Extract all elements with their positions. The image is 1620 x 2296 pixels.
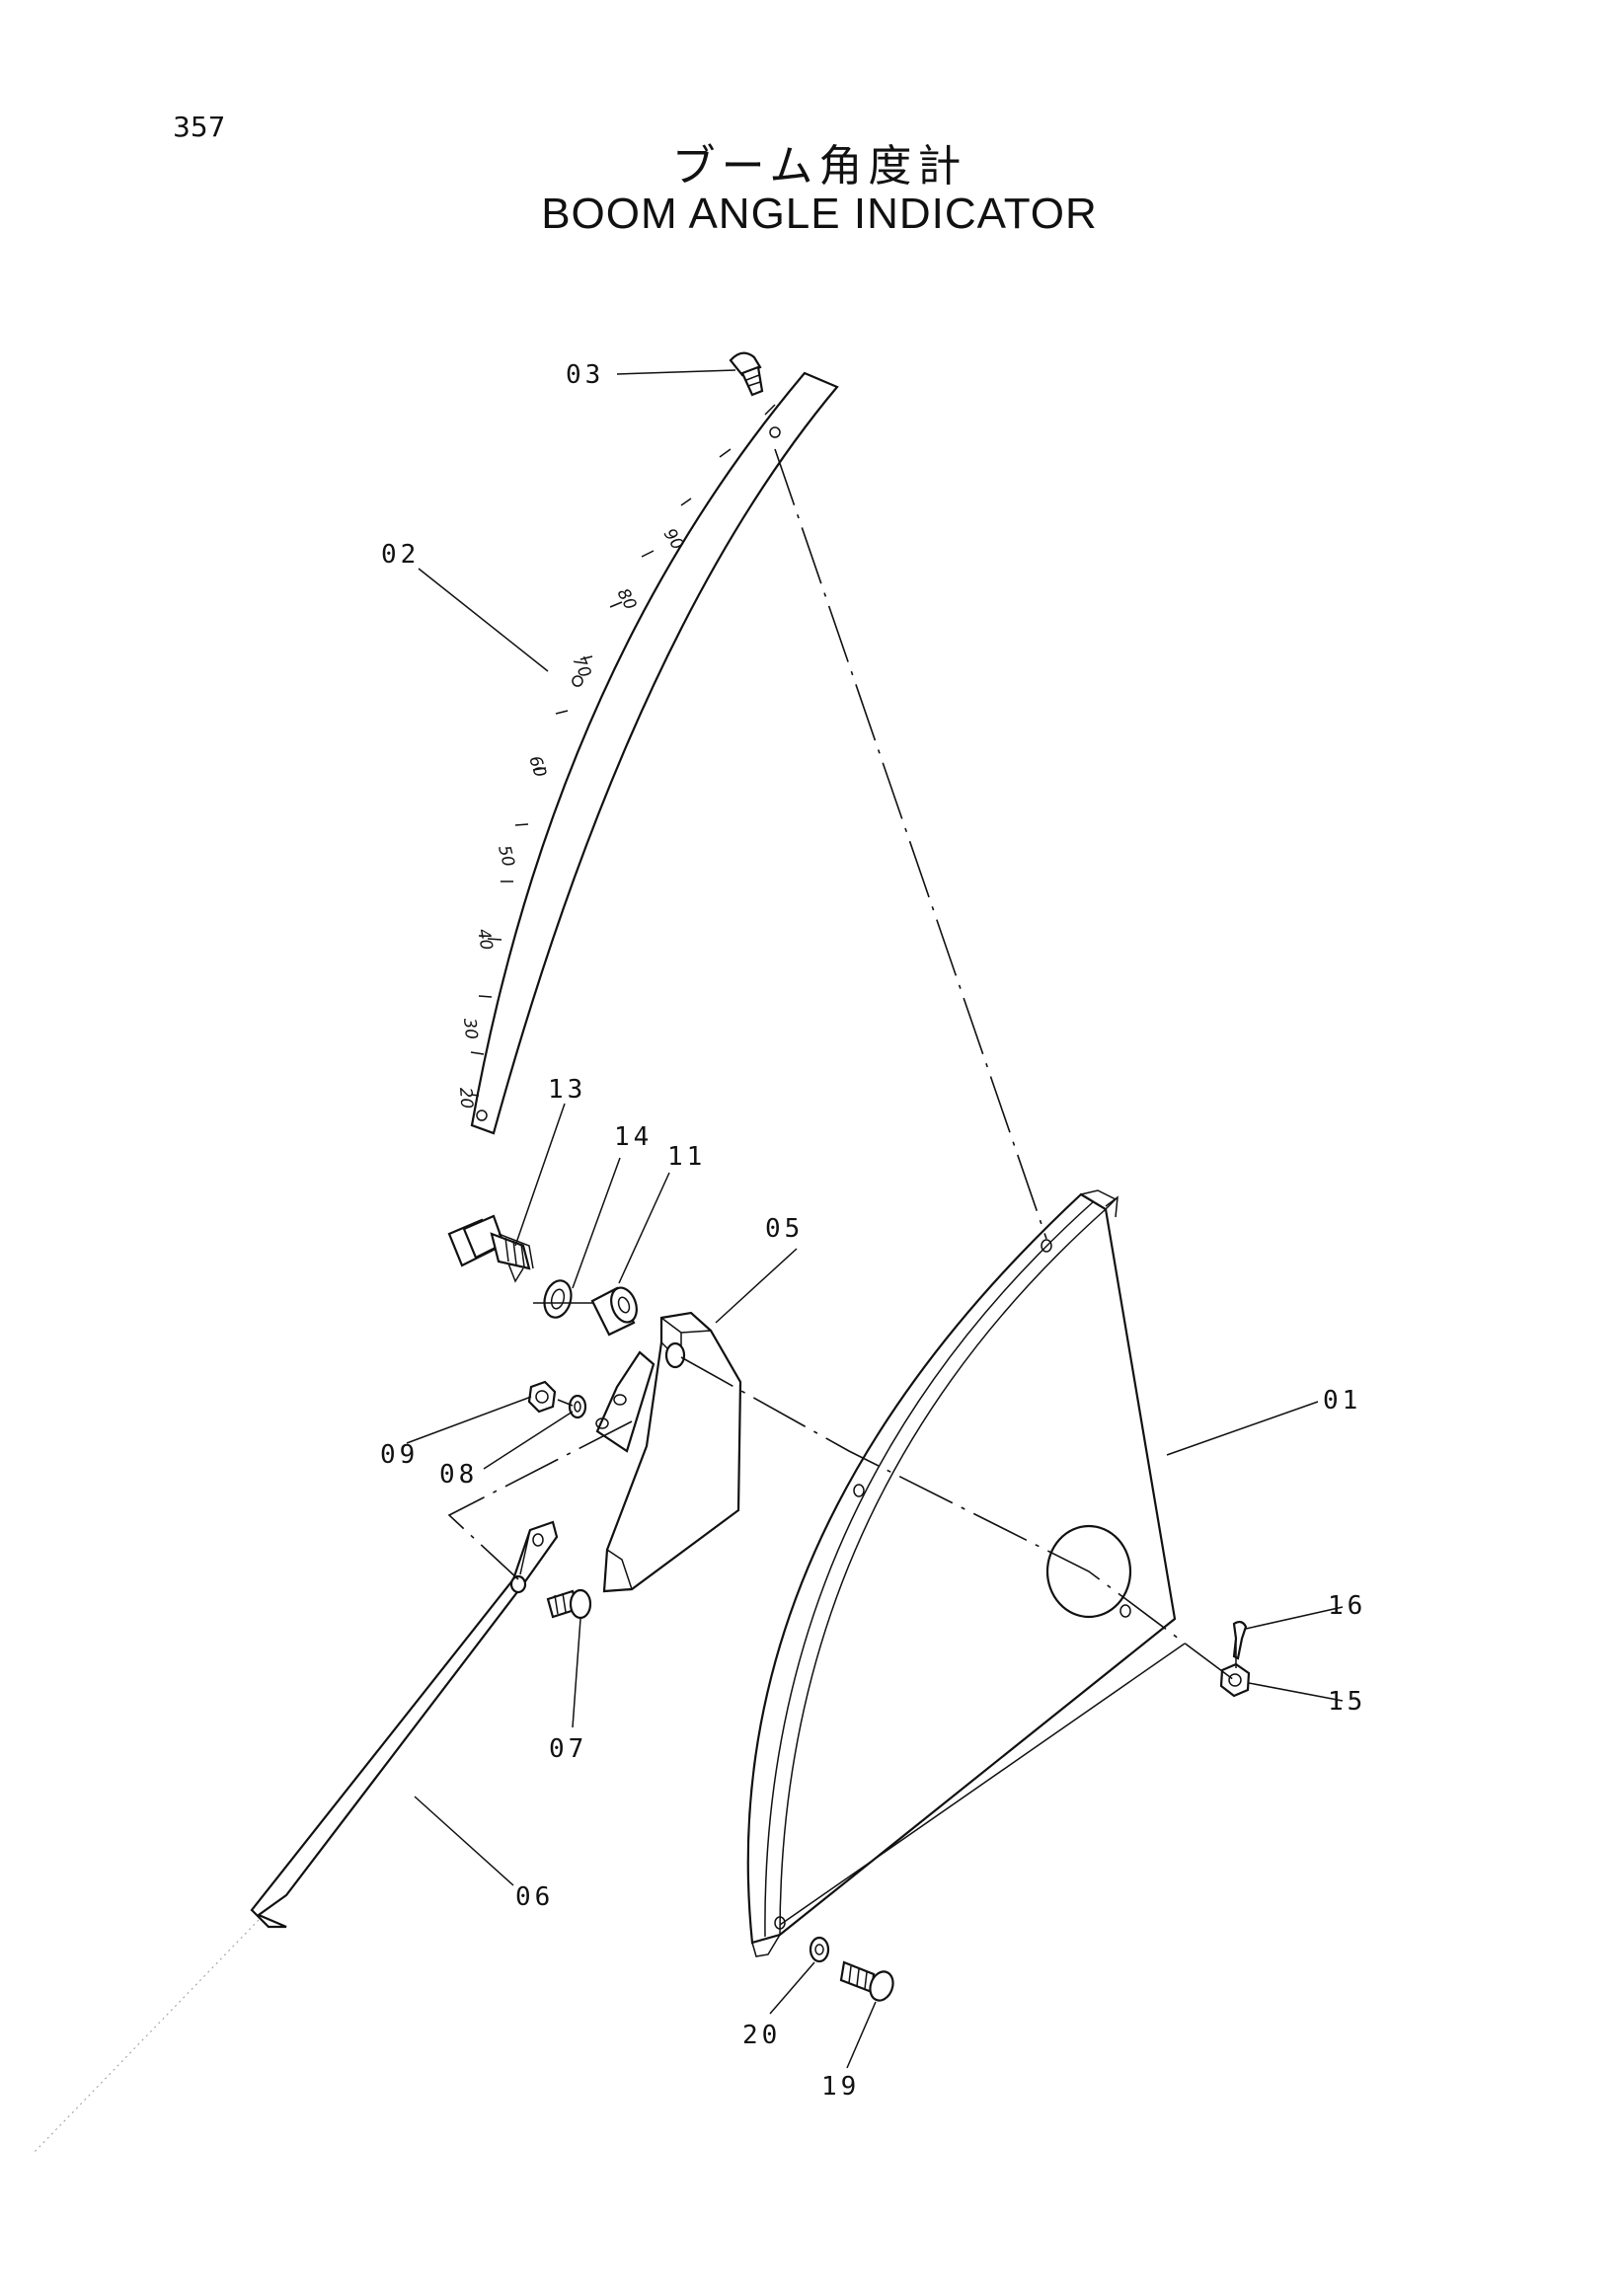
scale-label-20: 20 [455, 1087, 476, 1110]
callout-labels: 03 02 01 05 13 14 11 09 08 07 06 16 15 2… [380, 360, 1366, 2102]
bracket-part-05 [595, 1311, 742, 1593]
callout-06: 06 [515, 1882, 554, 1912]
washer-part-20 [809, 1936, 830, 1963]
scale-label-50: 50 [494, 843, 518, 869]
nut-part-15 [1219, 1662, 1251, 1698]
angle-scale-strip: 90 80 70 60 50 40 30 20 [455, 371, 839, 1135]
callout-11: 11 [667, 1142, 706, 1172]
callout-02: 02 [381, 540, 420, 570]
pointer-arm-part-06 [250, 1520, 559, 1929]
screw-part-03 [729, 351, 764, 397]
collar-part-11 [590, 1286, 638, 1337]
callout-20: 20 [742, 2021, 781, 2050]
callout-01: 01 [1323, 1386, 1361, 1416]
callout-14: 14 [614, 1122, 653, 1152]
leader-lines [406, 369, 1344, 2069]
scale-label-80: 80 [613, 585, 641, 613]
callout-16: 16 [1328, 1591, 1366, 1621]
washer-part-14 [543, 1279, 573, 1319]
diagram-title-japanese: ブーム角度計 [671, 141, 967, 191]
scale-label-60: 60 [524, 753, 550, 780]
scale-ticks [470, 404, 776, 1097]
diagram-title-english: BOOM ANGLE INDICATOR [541, 190, 1098, 238]
callout-15: 15 [1328, 1687, 1366, 1717]
page-number: 357 [173, 111, 226, 143]
callout-19: 19 [821, 2072, 860, 2102]
callout-13: 13 [548, 1075, 586, 1105]
screw-part-07 [546, 1588, 592, 1620]
nut-part-09 [527, 1380, 557, 1414]
assembly-lines [34, 448, 1237, 2153]
lockwasher-part-08 [568, 1394, 587, 1419]
callout-03: 03 [566, 360, 604, 390]
quadrant-plate-part-01 [746, 1189, 1177, 1957]
scale-label-40: 40 [473, 927, 496, 952]
scale-label-30: 30 [459, 1017, 481, 1040]
bolt-part-19 [839, 1960, 894, 2002]
callout-09: 09 [380, 1440, 419, 1470]
bolt-part-13 [447, 1214, 534, 1283]
callout-08: 08 [439, 1460, 478, 1490]
callout-05: 05 [765, 1214, 804, 1244]
callout-07: 07 [549, 1734, 587, 1764]
